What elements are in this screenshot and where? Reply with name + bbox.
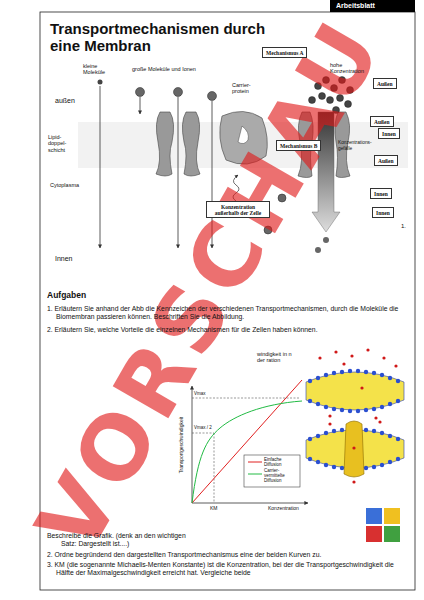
figure-label: hohe Konzentration <box>330 62 372 75</box>
label-box: Außen <box>370 116 394 127</box>
axis-tick: KM <box>210 506 218 512</box>
box-text: Innen <box>382 131 396 137</box>
cut-text: windigkeit in n der ration <box>257 351 297 364</box>
axis-label: Konzentration <box>268 506 299 512</box>
header-bar: Arbeitsblatt <box>330 0 415 12</box>
box-text: Außen <box>378 158 394 164</box>
box-text: Mechanismus B <box>280 143 317 149</box>
figure-label: kleine Moleküle <box>83 63 117 76</box>
label-box: Mechanismus B <box>276 140 321 151</box>
task-text: Beschreibe die Grafik. (denk an den wich… <box>47 532 187 548</box>
task-text: 2. Ordne begründend den dargestellten Tr… <box>47 551 392 559</box>
task-text: 3. KM (die sogenannte Michaelis-Menten K… <box>47 561 402 577</box>
callout-number: 1. <box>401 223 406 230</box>
legend-text: Carrier-vermittelte Diffusion <box>264 469 298 484</box>
box-text: Außen <box>374 119 390 125</box>
box-text: Innen <box>374 191 388 197</box>
box-text: Konzentration außerhalb der Zelle <box>210 204 266 216</box>
label-box: Innen <box>378 128 400 139</box>
region-label: Cytoplasma <box>50 182 79 188</box>
figure-label: große Moleküle und Ionen <box>132 66 196 72</box>
label-box: Innen <box>372 207 394 218</box>
axis-tick: Vmax / 2 <box>194 425 212 430</box>
label-box: Mechanismus A <box>262 47 307 58</box>
box-text: Innen <box>376 210 390 216</box>
figure-label: Lipid- doppel- schicht <box>48 134 74 153</box>
region-label: Innen <box>55 255 73 263</box>
label-box: Konzentration außerhalb der Zelle <box>206 201 270 218</box>
label-box: Innen <box>370 188 392 199</box>
region-label: außen <box>55 97 75 105</box>
legend-text: Einfache Diffusion <box>264 458 298 468</box>
label-box: Außen <box>374 155 398 166</box>
section-heading: Aufgaben <box>47 290 86 300</box>
worksheet-title: Transportmechanismen durch eine Membran <box>50 20 280 55</box>
axis-label: Transportgeschwindigkeit <box>179 417 185 474</box>
box-text: Außen <box>377 81 393 87</box>
figure-label: Konzentrations- gefälle <box>338 140 370 151</box>
box-text: Arbeitsblatt <box>336 2 409 10</box>
figure-label: Carrier- protein <box>232 82 262 95</box>
box-text: Mechanismus A <box>266 50 303 56</box>
task-text: 1. Erläutern Sie anhand der Abb die Kenn… <box>47 305 402 321</box>
task-text: 2. Erläutern Sie, welche Vorteile die ei… <box>47 326 402 334</box>
label-box: Außen <box>373 78 397 89</box>
axis-tick: Vmax <box>194 391 206 396</box>
